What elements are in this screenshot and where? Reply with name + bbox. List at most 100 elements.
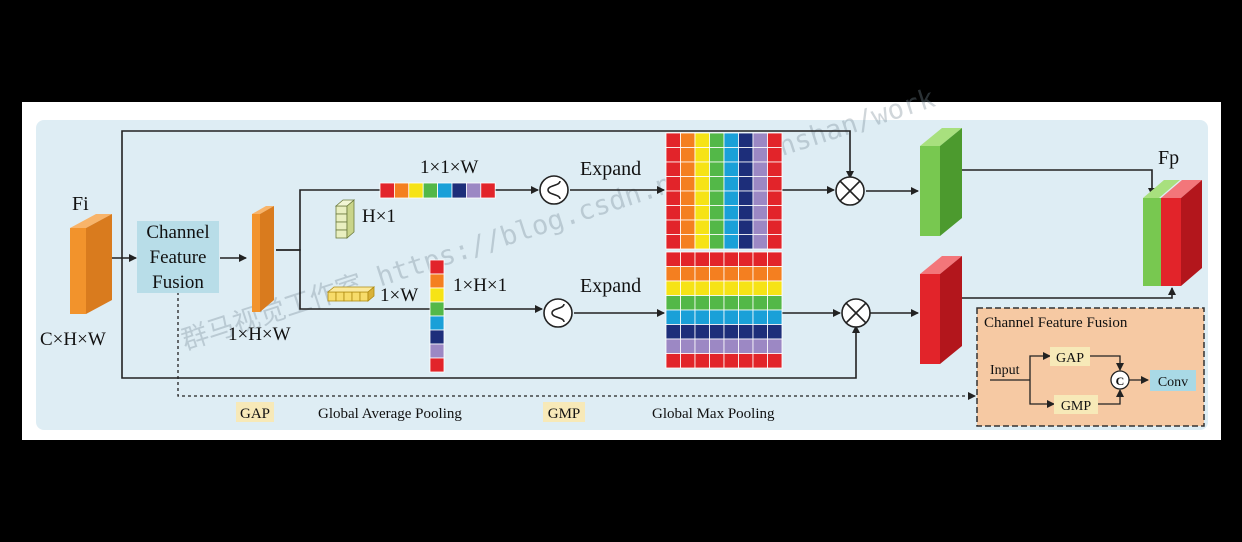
grid-cell [680,309,696,325]
grid-cell [723,190,739,206]
grid-cell [709,147,725,163]
input-shape-label: C×H×W [40,329,106,350]
vector-cell [437,182,453,199]
grid-cell [752,147,768,163]
legend-gap-text: Global Average Pooling [318,406,462,422]
vector-cell [379,182,395,199]
fusion-block-line3: Fusion [152,272,204,293]
vector-cell [451,182,467,199]
grid-cell [680,219,696,235]
grid-cell [694,234,710,250]
grid-cell [665,324,681,340]
grid-cell [694,132,710,148]
height-attention-output-tensor [920,256,962,364]
grid-cell [738,161,754,177]
grid-cell [709,353,725,369]
grid-cell [738,132,754,148]
grid-cell [694,190,710,206]
grid-cell [767,295,783,311]
grid-cell [665,190,681,206]
grid-cell [738,147,754,163]
fusion-detail-title: Channel Feature Fusion [984,315,1128,331]
width-attention-output-tensor [920,128,962,236]
grid-cell [694,266,710,282]
grid-cell [767,190,783,206]
grid-cell [709,234,725,250]
grid-cell [680,280,696,296]
w-pool-block [326,286,376,302]
grid-cell [738,324,754,340]
grid-cell [709,295,725,311]
grid-cell [752,190,768,206]
grid-cell [723,338,739,354]
grid-cell [752,205,768,221]
grid-cell [709,161,725,177]
grid-cell [723,176,739,192]
grid-cell [709,219,725,235]
grid-cell [694,338,710,354]
grid-cell [767,309,783,325]
grid-cell [709,132,725,148]
grid-cell [752,234,768,250]
grid-cell [738,353,754,369]
grid-cell [694,219,710,235]
vector-cell [393,182,410,199]
grid-cell [665,205,681,221]
grid-cell [680,266,696,282]
output-tensor-label: Fp [1158,147,1179,169]
grid-cell [738,338,754,354]
h-pool-label: H×1 [362,206,396,227]
output-tensor [1143,180,1202,286]
grid-cell [665,251,681,267]
grid-cell [767,219,783,235]
expand-label-top: Expand [580,158,641,180]
grid-cell [752,132,768,148]
fusion-detail-input: Input [990,363,1020,378]
grid-cell [709,280,725,296]
grid-cell [665,280,681,296]
grid-cell [738,176,754,192]
grid-cell [738,280,754,296]
legend-gmp-text: Global Max Pooling [652,406,775,422]
grid-cell [694,309,710,325]
grid-cell [709,190,725,206]
expanded-grid-rows [665,251,783,369]
vector-cell [422,182,439,199]
vector-cell [429,357,445,373]
expanded-grid-columns [665,132,783,250]
grid-cell [694,147,710,163]
grid-cell [709,176,725,192]
grid-cell [767,176,783,192]
grid-cell [665,219,681,235]
grid-cell [767,266,783,282]
connection-lines [112,130,1176,379]
grid-cell [723,251,739,267]
vector-cell [429,273,445,289]
w-pool-label: 1×W [380,285,418,306]
grid-cell [680,295,696,311]
grid-cell [752,324,768,340]
vector-cell [429,259,445,275]
fusion-detail-gmp: GMP [1061,399,1092,414]
input-tensor-label: Fi [72,193,89,215]
grid-cell [767,161,783,177]
grid-cell [767,324,783,340]
sigmoid-node-top [539,175,569,205]
grid-cell [752,219,768,235]
grid-cell [752,266,768,282]
vector-cell [429,301,445,317]
concat-node [1110,370,1130,390]
grid-cell [665,234,681,250]
top-channel-vector [379,182,496,199]
grid-cell [723,219,739,235]
grid-cell [738,309,754,325]
grid-cell [680,338,696,354]
grid-cell [738,190,754,206]
grid-cell [694,295,710,311]
grid-cell [723,266,739,282]
grid-cell [665,176,681,192]
grid-cell [723,234,739,250]
grid-cell [680,251,696,267]
legend-gmp-tag: GMP [548,406,581,422]
